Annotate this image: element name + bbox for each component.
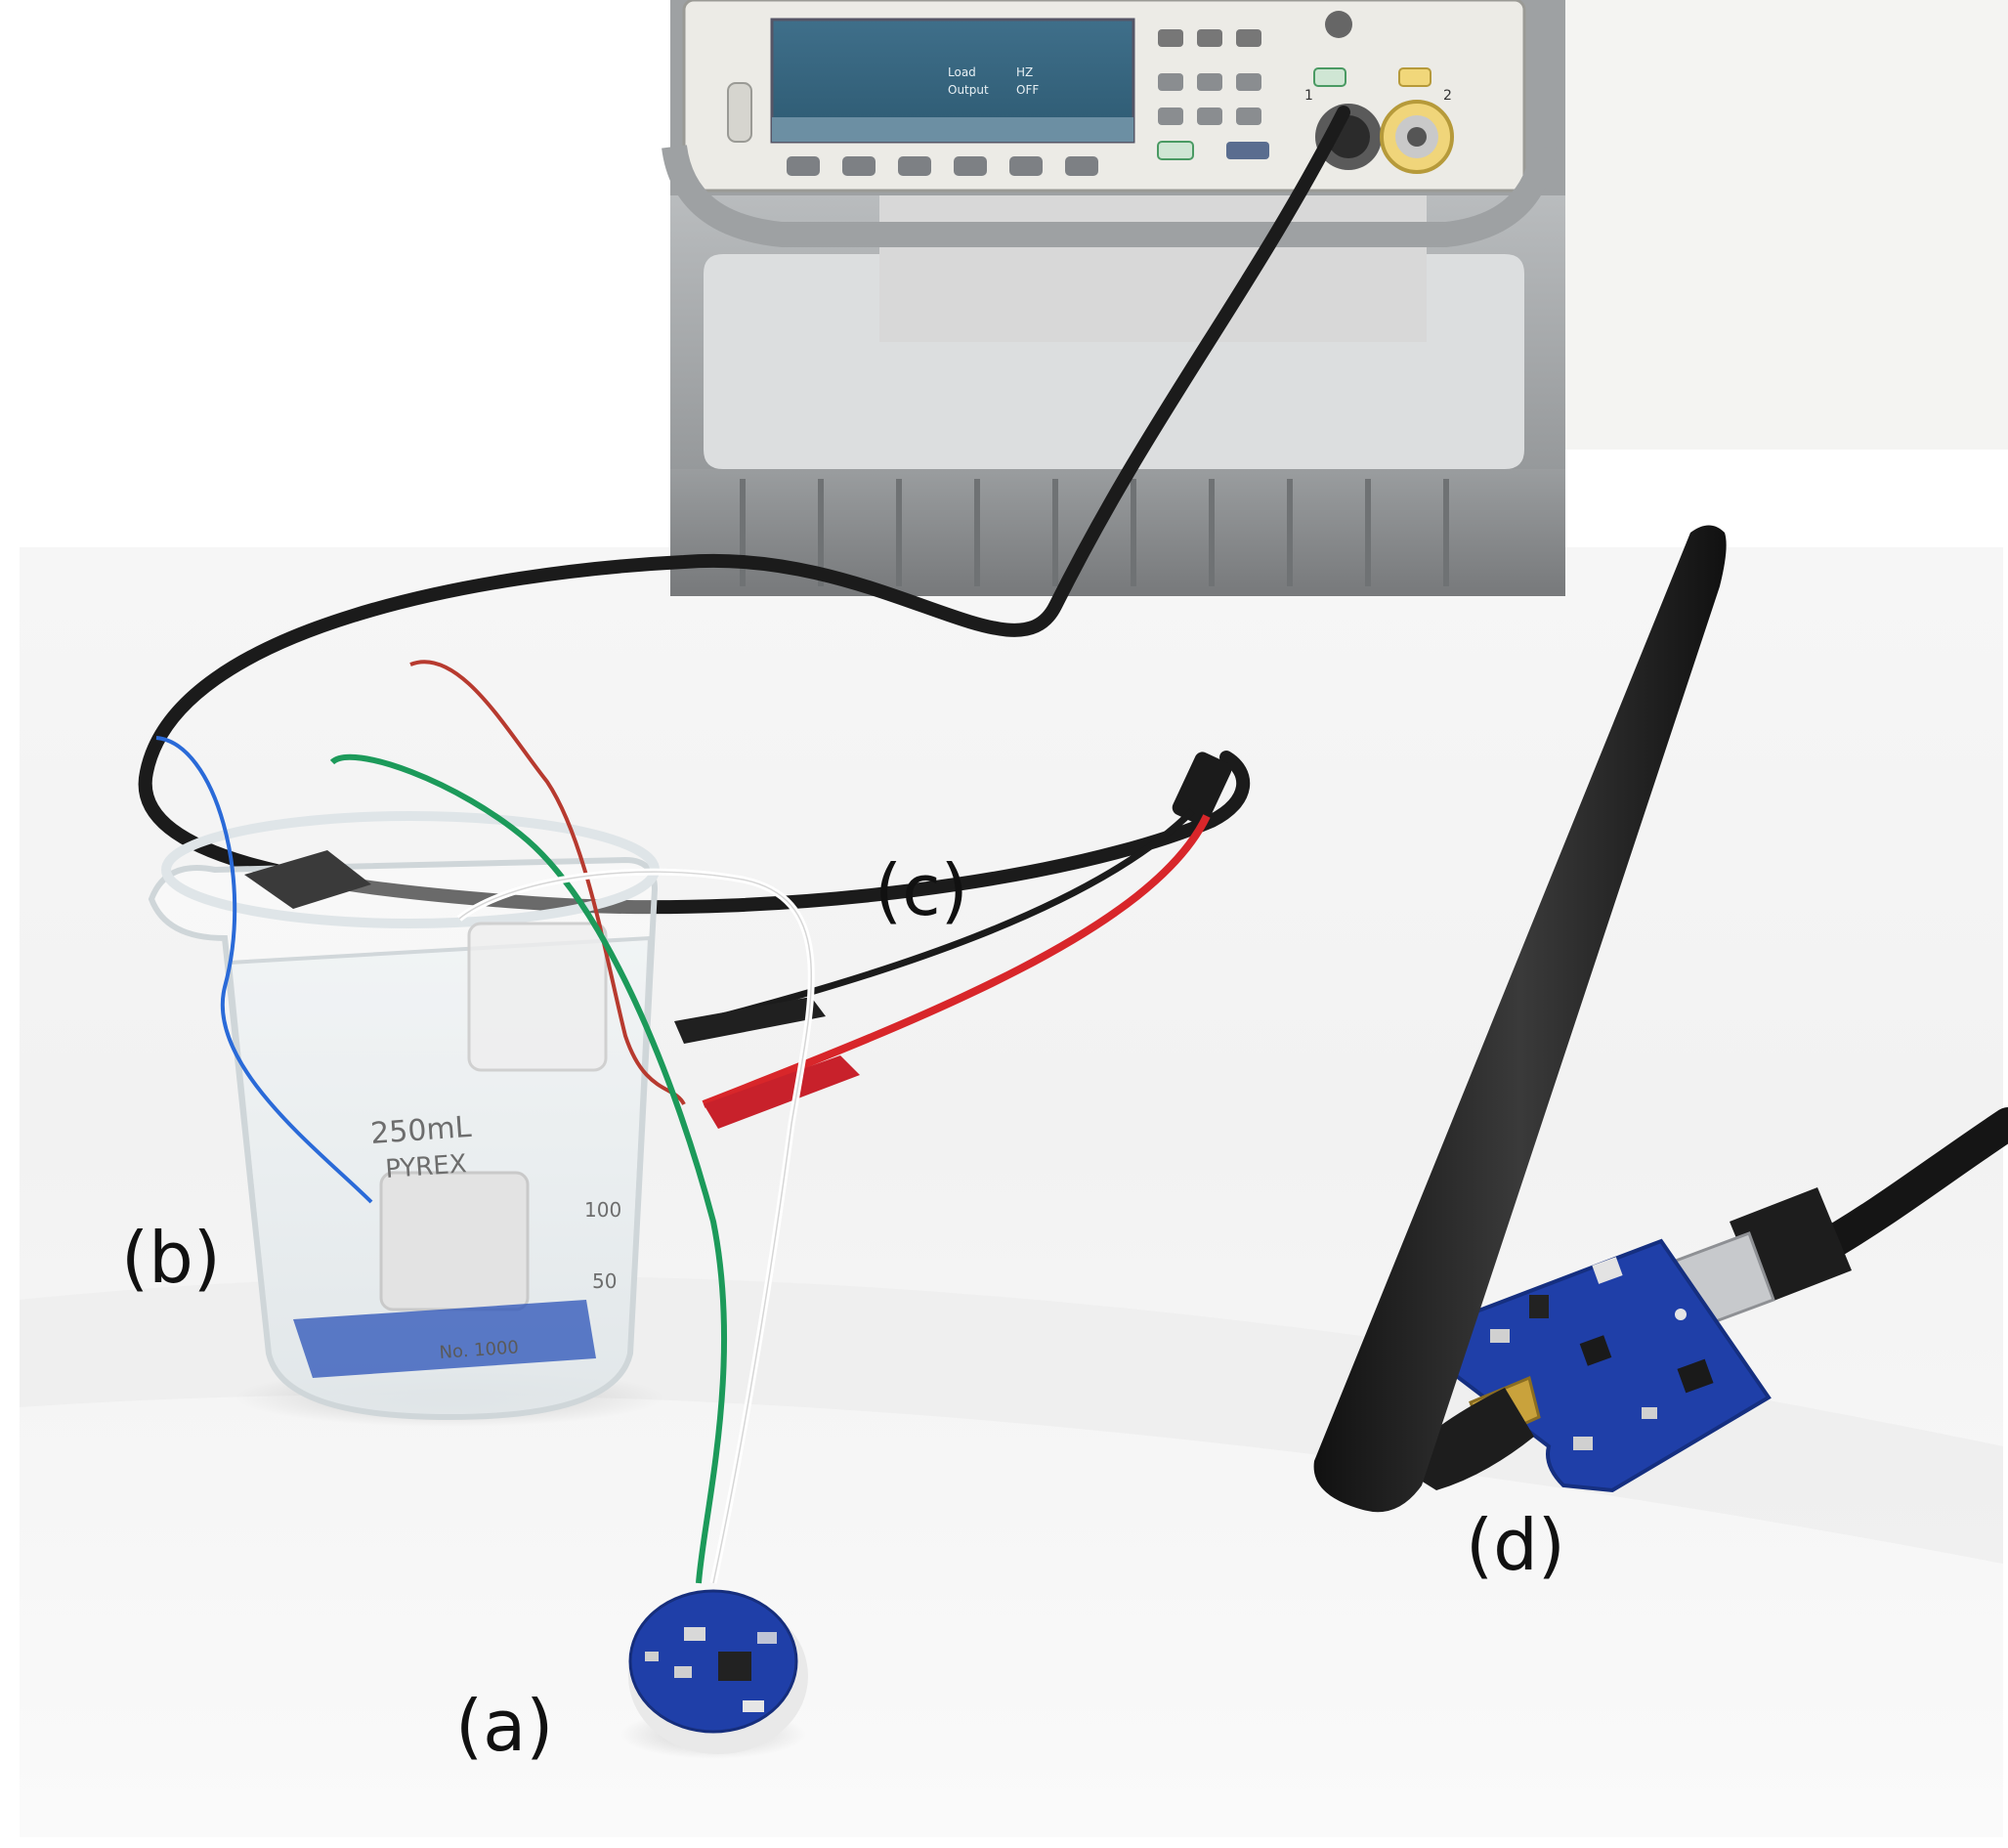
receiver-button [1592, 1257, 1623, 1284]
electrode-pad-bottom [379, 1171, 530, 1311]
power-button [727, 82, 752, 143]
white-wire-outline [458, 871, 813, 1584]
screen-load-value: HZ [1016, 65, 1033, 79]
beaker-volume-mark: 250mL [369, 1110, 473, 1151]
back-wall [1563, 0, 2008, 450]
sensor-node-component [645, 1652, 659, 1661]
channel-2-label: 2 [1443, 88, 1452, 104]
receiver-component [1675, 1309, 1687, 1320]
bnc-connector-ch2 [1380, 100, 1454, 174]
generator-handle-hinges [662, 144, 1557, 247]
usb-receiver [1313, 525, 2008, 1513]
electrode-dark-strip [244, 850, 371, 909]
label-b: (b) [121, 1217, 221, 1299]
sensor-node-board [620, 1589, 808, 1759]
usb-cable [1801, 1107, 2008, 1268]
blue-wire [155, 736, 373, 1204]
black-lead-wire [683, 808, 1195, 1030]
sensor-node-pcb [628, 1589, 798, 1734]
cable-splitter [1172, 752, 1232, 826]
receiver-chip [1579, 1335, 1612, 1366]
beaker-mark-50: 50 [592, 1269, 617, 1293]
generator-softkeys [787, 156, 1098, 176]
beaker-brand: PYREX [384, 1149, 467, 1184]
red-alligator-clip [704, 1055, 860, 1129]
bnc-cable [138, 106, 1350, 915]
channel-1-label: 1 [1304, 88, 1313, 104]
label-d: (d) [1466, 1504, 1565, 1586]
function-generator: Load HZ Output OFF [662, 0, 1565, 596]
receiver-component [1642, 1407, 1657, 1419]
black-alligator-clip [674, 997, 826, 1044]
generator-body-underside [879, 195, 1427, 342]
generator-base-ribs [740, 479, 1449, 586]
sensor-node-component [757, 1632, 777, 1644]
green-wire [329, 753, 728, 1584]
sensor-node-component [684, 1627, 705, 1641]
receiver-component [1573, 1437, 1593, 1450]
electrode-pad-top [467, 922, 608, 1072]
red-wire [409, 660, 686, 1106]
sensor-node-chip [718, 1652, 751, 1681]
beaker-mark-100: 100 [584, 1198, 621, 1222]
screen-output-value: OFF [1016, 83, 1039, 97]
red-lead-wire [702, 814, 1211, 1108]
screen-output-key: Output [948, 83, 989, 97]
generator-screen-softkey-bar [772, 117, 1133, 142]
submerged-circuit-board [293, 1300, 596, 1378]
antenna [1313, 525, 1727, 1513]
screen-load-key: Load [948, 65, 976, 79]
antenna-hinge [1397, 1388, 1534, 1490]
label-c: (c) [875, 849, 968, 931]
sensor-node-component [743, 1700, 764, 1712]
receiver-component [1490, 1329, 1510, 1343]
generator-keypad [1157, 11, 1431, 160]
receiver-header-pins [1529, 1295, 1549, 1318]
sensor-node-component [674, 1666, 692, 1678]
receiver-chip [1677, 1358, 1714, 1394]
beaker: 250mL PYREX 100 50 No. 1000 [148, 811, 664, 1427]
label-a: (a) [455, 1685, 554, 1767]
